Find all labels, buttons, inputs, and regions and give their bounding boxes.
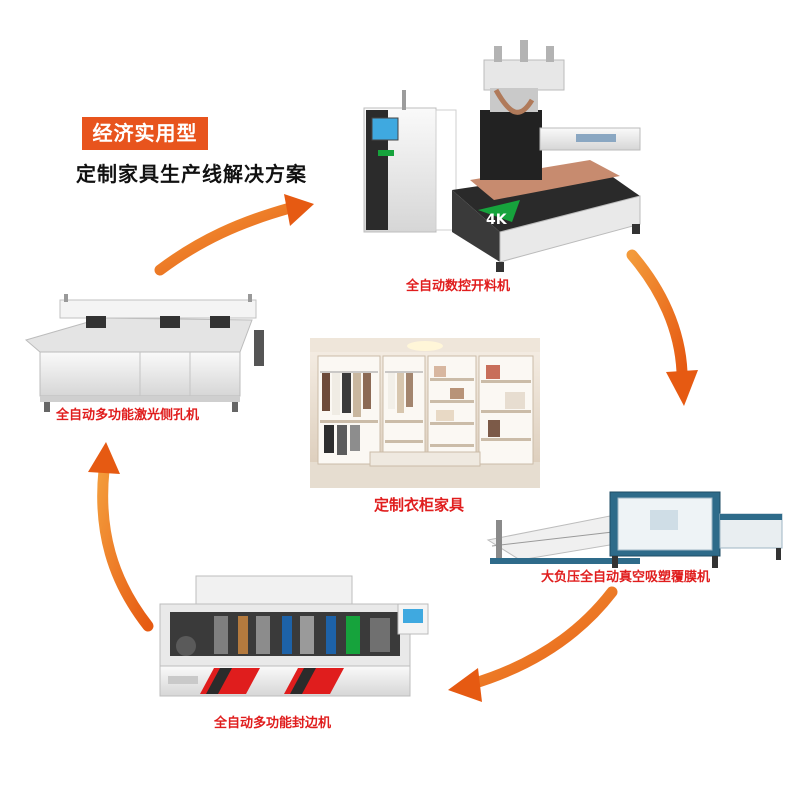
solution-title: 定制家具生产线解决方案 [76,162,307,186]
wardrobe-caption: 定制衣柜家具 [374,496,465,514]
cycle-arrow-top [154,194,314,276]
edge-banding-caption: 全自动多功能封边机 [214,716,332,731]
edge-banding-machine [159,575,429,697]
wardrobe-photo [310,338,540,488]
cycle-arrow-bottom [448,586,618,702]
product-type-badge: 经济实用型 [82,117,208,150]
cnc-cutting-machine: 4K [363,40,641,272]
cycle-arrow-right [626,249,698,406]
vacuum-laminating-caption: 大负压全自动真空吸塑覆膜机 [541,570,711,585]
cnc-cutting-caption: 全自动数控开料机 [406,279,511,294]
laser-drilling-machine [24,294,264,412]
vacuum-laminating-machine [486,491,783,568]
cycle-arrow-left [88,442,154,632]
cnc-screen-text: 4K [486,212,508,228]
laser-drilling-caption: 全自动多功能激光侧孔机 [56,408,200,423]
